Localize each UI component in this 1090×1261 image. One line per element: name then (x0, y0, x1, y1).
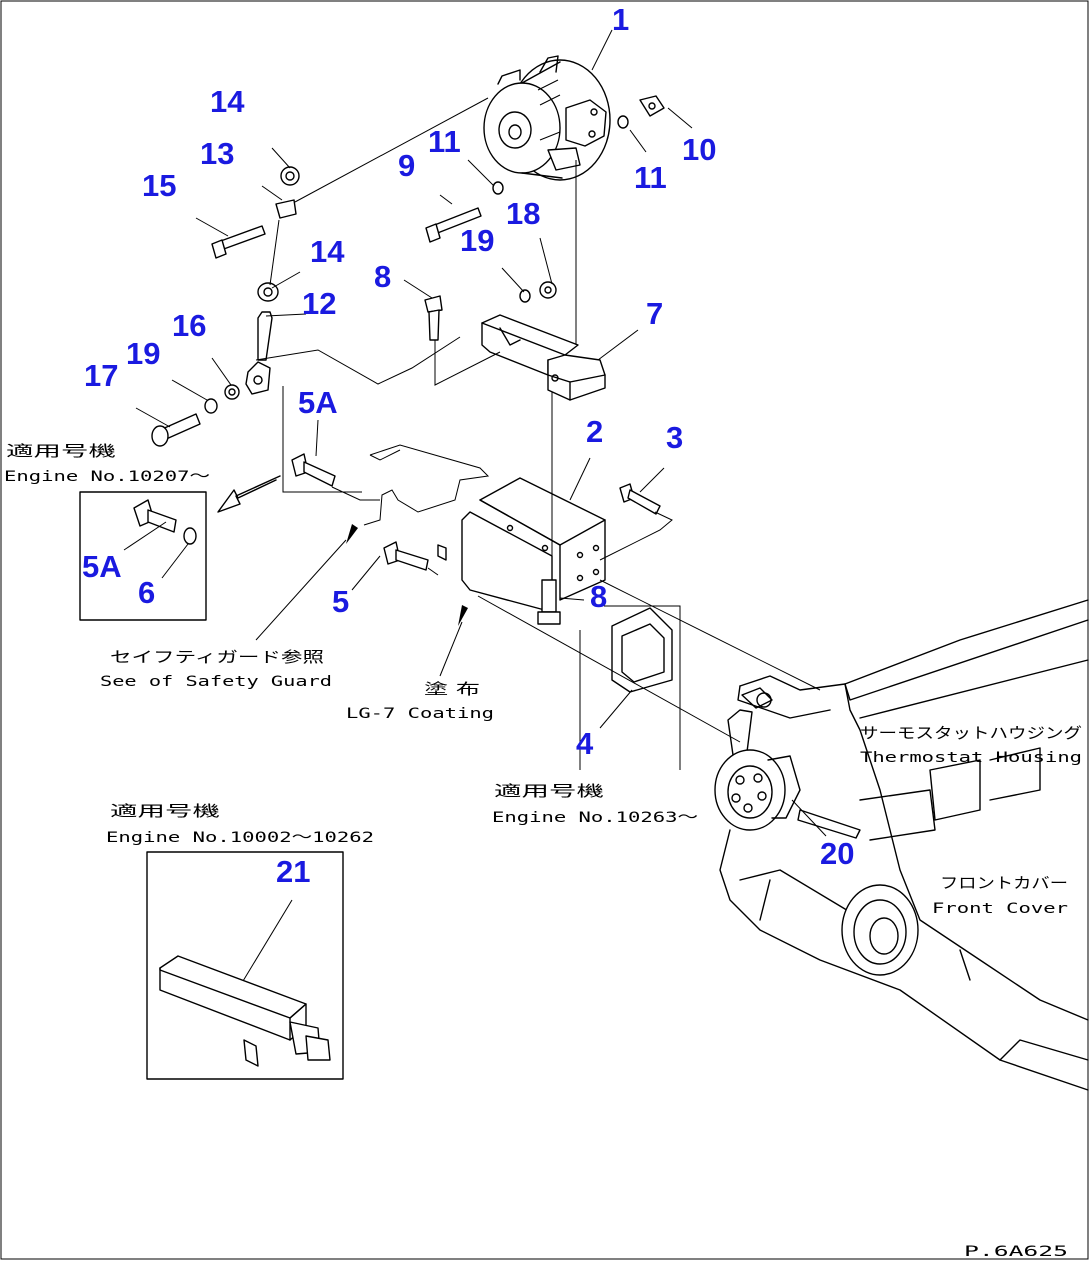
figure-code: P.6A625 (964, 1244, 1068, 1260)
safety-guard-label-jp: セイフティガード参照 (110, 648, 324, 666)
callout-11-right: 11 (634, 160, 667, 195)
applicable-label-10263: 適用号機 (494, 782, 604, 800)
callout-1: 1 (612, 2, 629, 37)
fan-pulley (714, 709, 861, 839)
callout-19-left: 19 (126, 336, 160, 371)
bracket (481, 314, 606, 401)
callout-5a-main: 5A (298, 385, 338, 420)
bolt-17 (151, 413, 201, 447)
alternator (483, 55, 611, 181)
callout-12: 12 (302, 286, 336, 321)
adjust-link (245, 311, 273, 395)
callout-4: 4 (576, 726, 594, 761)
bolt-8-lower (537, 579, 561, 625)
callout-18: 18 (506, 196, 540, 231)
callout-5: 5 (332, 584, 349, 619)
mount-bracket (437, 477, 606, 613)
bolt-9 (425, 207, 482, 243)
callout-19-right: 19 (460, 223, 494, 258)
callout-11-left: 11 (428, 124, 461, 159)
annotations: 適用号機 Engine No.10207〜 セイフティガード参照 See of … (4, 442, 1082, 1260)
callout-16: 16 (172, 308, 206, 343)
callout-6: 6 (138, 575, 155, 610)
safety-guard (363, 444, 490, 526)
applicable-label-10002: 適用号機 (110, 802, 220, 820)
callout-14-top: 14 (210, 84, 245, 119)
callout-8-upper: 8 (374, 259, 391, 294)
bolt-8-upper (424, 295, 443, 341)
callout-17: 17 (84, 358, 118, 393)
callout-3: 3 (666, 420, 683, 455)
callout-15: 15 (142, 168, 176, 203)
bolt-15 (211, 225, 266, 259)
applicable-label-10207: 適用号機 (6, 442, 116, 460)
inset-box-10207 (79, 491, 207, 621)
assembly-lines (123, 29, 827, 987)
coating-label-en: LG-7 Coating (346, 706, 494, 722)
thermostat-label-en: Thermostat Housing (860, 750, 1082, 766)
bolt-5a-main (291, 453, 336, 487)
callout-7: 7 (646, 296, 663, 331)
callout-13: 13 (200, 136, 234, 171)
safety-guard-label-en: See of Safety Guard (100, 674, 332, 690)
bolt-5 (383, 541, 429, 571)
callout-14-mid: 14 (310, 234, 345, 269)
thermostat-label-jp: サーモスタットハウジング (860, 724, 1082, 742)
callout-21: 21 (276, 854, 310, 889)
engine-range-10263: Engine No.10263〜 (492, 810, 698, 826)
callout-9: 9 (398, 148, 415, 183)
front-cover-label-en: Front Cover (932, 901, 1068, 917)
engine-block (719, 599, 1089, 1091)
gasket (611, 607, 673, 693)
nuts-washers (183, 95, 665, 545)
bolt-5a-inset (133, 499, 177, 533)
callout-2: 2 (586, 414, 603, 449)
callouts: 1 2 3 4 5 5A 5A 6 7 8 8 9 10 11 11 12 13… (82, 2, 854, 889)
callout-5a-inset: 5A (82, 549, 122, 584)
engine-range-10002: Engine No.10002〜10262 (106, 830, 374, 846)
engine-range-10207: Engine No.10207〜 (4, 469, 210, 485)
coating-label-jp: 塗 布 (424, 680, 480, 698)
callout-8-lower: 8 (590, 579, 607, 614)
inset-arrow (217, 475, 281, 513)
bolt-3 (619, 483, 661, 515)
callout-20: 20 (820, 836, 854, 871)
front-cover-label-jp: フロントカバー (940, 874, 1068, 892)
callout-10: 10 (682, 132, 716, 167)
inset-box-21 (146, 851, 344, 1080)
